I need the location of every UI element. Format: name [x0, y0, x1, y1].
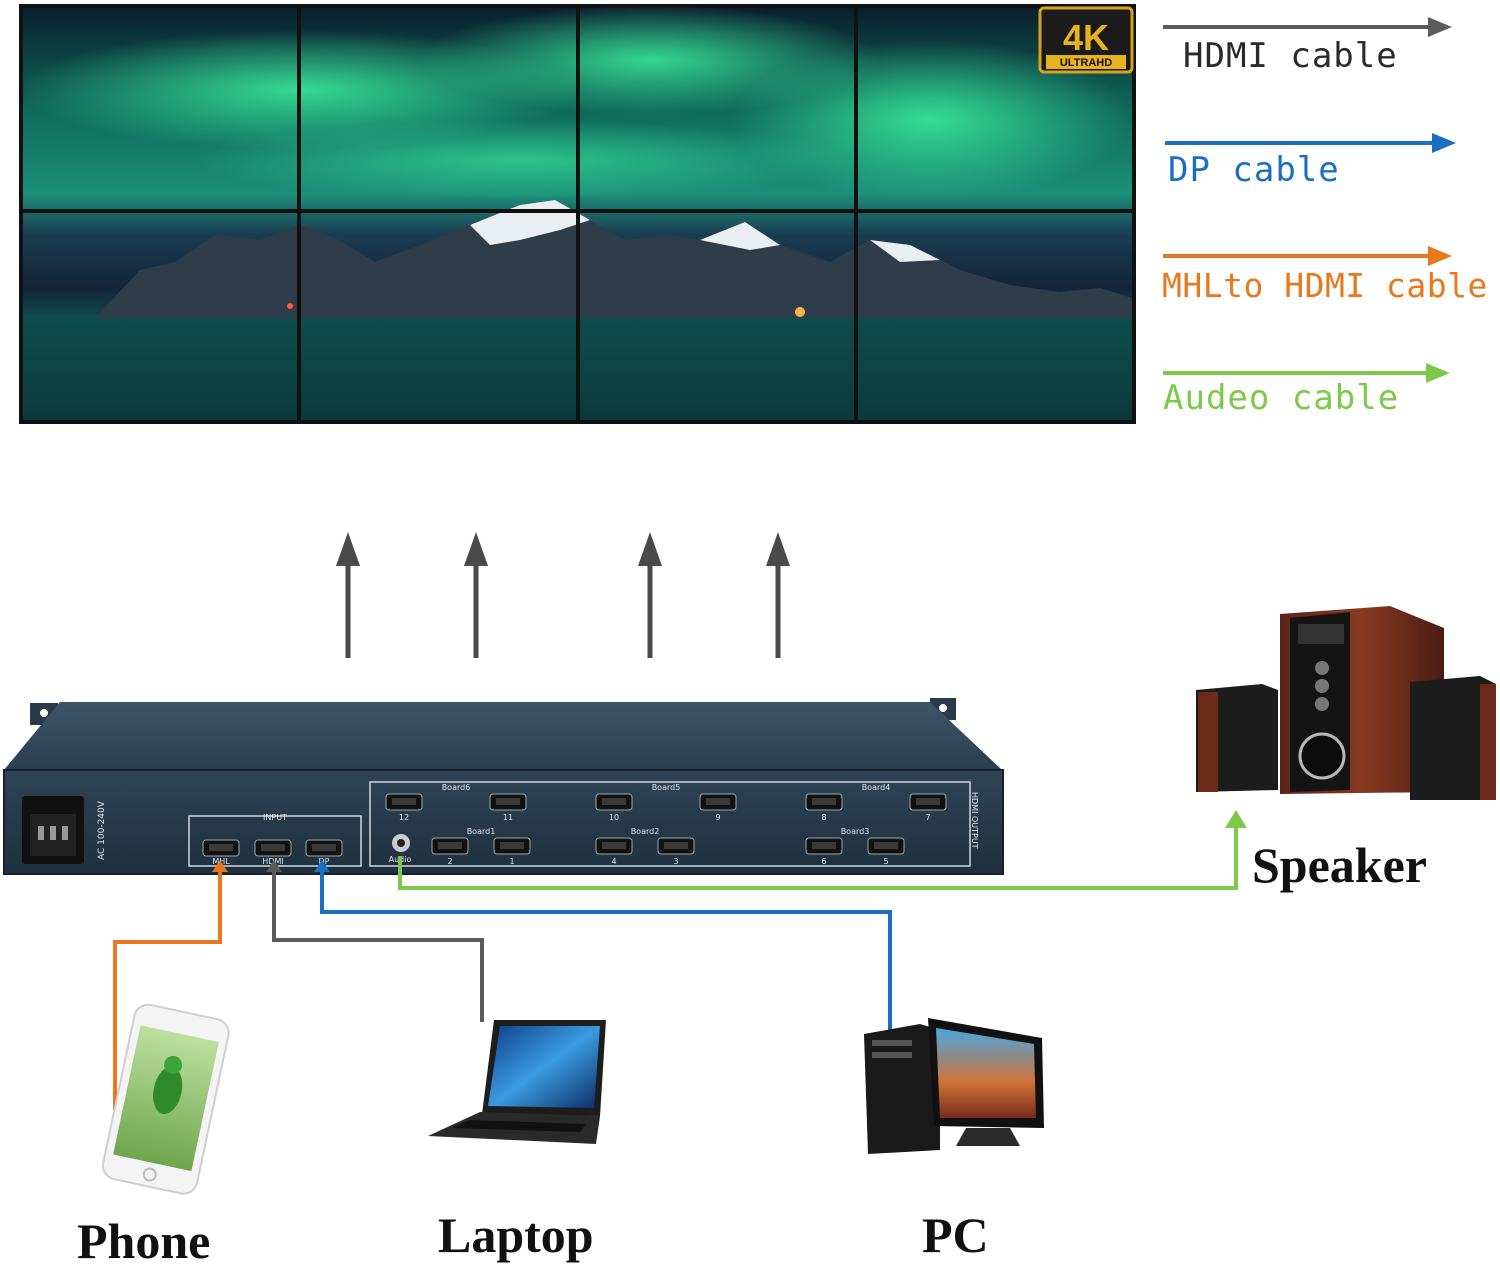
dp-cable [320, 868, 892, 1030]
up-arrow [638, 532, 662, 566]
output-arrows [336, 532, 790, 658]
output-port-number: 6 [821, 857, 826, 866]
laptop-screen [488, 1026, 600, 1108]
hdmi-cable [272, 868, 484, 1022]
output-port-number: 7 [925, 813, 930, 822]
board-3: Board4 8 7 [805, 783, 947, 822]
board-5: Board2 4 3 [595, 827, 695, 866]
board-label: Board4 [862, 783, 891, 792]
pc-label: PC [922, 1207, 989, 1263]
laptop-label: Laptop [438, 1207, 594, 1263]
mountains [95, 200, 1132, 318]
board-label: Board3 [841, 827, 870, 836]
output-port-number: 1 [509, 857, 514, 866]
pc-device [864, 1018, 1044, 1154]
light-glow [795, 307, 805, 317]
badge-4k-text: 4K [1063, 17, 1109, 58]
board-1: Board6 12 11 [385, 783, 527, 822]
chassis-front [3, 769, 1004, 875]
subwoofer-driver [1298, 732, 1346, 780]
4k-badge: 4K ULTRAHD [1038, 6, 1134, 74]
output-label: HDMI OUTPUT [970, 792, 979, 849]
output-port-number: 8 [821, 813, 826, 822]
up-arrow [766, 532, 790, 566]
output-port-number: 2 [447, 857, 452, 866]
speaker-label: Speaker [1252, 837, 1427, 893]
audio-cable [398, 822, 1238, 890]
phone-label: Phone [77, 1213, 211, 1269]
board-2: Board5 10 9 [595, 783, 737, 822]
chassis-top [4, 702, 1002, 770]
hdmi-legend-arrowhead [1428, 17, 1452, 37]
audio-legend-arrowhead [1426, 363, 1450, 383]
control-panel [1298, 624, 1344, 644]
mhl-cable [113, 868, 222, 1110]
input-label: INPUT [263, 813, 287, 822]
output-port-number: 10 [609, 813, 619, 822]
board-4: Board1 2 1 [431, 827, 531, 866]
laptop-device [428, 1020, 606, 1144]
video-wall: 4K ULTRAHD [19, 4, 1136, 424]
output-port-number: 4 [611, 857, 616, 866]
legend-audio-label: Audeo cable [1163, 378, 1400, 418]
power-label: AC 100-240V [97, 800, 107, 860]
output-port-number: 12 [399, 813, 409, 822]
badge-ultrahd-text: ULTRAHD [1060, 57, 1112, 69]
video-wall-processor: AC 100-240V INPUT MHLHDMIDP HDMI OUTPUT … [3, 698, 1004, 875]
up-arrow [464, 532, 488, 566]
legend-mhl-label: MHLto HDMI cable [1162, 266, 1488, 305]
monitor-screen [936, 1028, 1036, 1118]
cables [113, 810, 1247, 1110]
board-label: Board1 [467, 827, 496, 836]
output-port-number: 3 [673, 857, 678, 866]
output-panel [369, 781, 971, 867]
input-port-label: MHL [212, 857, 230, 866]
board-label: Board5 [652, 783, 681, 792]
speaker-system [1196, 606, 1496, 800]
aurora-band [190, 120, 850, 200]
output-port-number: 11 [503, 813, 513, 822]
up-arrow [336, 532, 360, 566]
mhl-legend-arrowhead [1428, 246, 1452, 266]
legend-dp-label: DP cable [1168, 150, 1340, 190]
phone-device [101, 1003, 230, 1195]
right-satellite [1410, 676, 1496, 800]
output-port-number: 5 [883, 857, 888, 866]
legend-hdmi-label: HDMI cable [1183, 36, 1398, 76]
legend [1163, 17, 1456, 383]
board-label: Board6 [442, 783, 471, 792]
input-port-label: DP [319, 857, 330, 866]
output-port-number: 9 [715, 813, 720, 822]
light-glow [287, 303, 293, 309]
board-label: Board2 [631, 827, 660, 836]
board-6: Board3 6 5 [805, 827, 905, 866]
parrot [153, 1066, 183, 1115]
snow-caps [470, 200, 940, 262]
dp-legend-arrowhead [1432, 133, 1456, 153]
